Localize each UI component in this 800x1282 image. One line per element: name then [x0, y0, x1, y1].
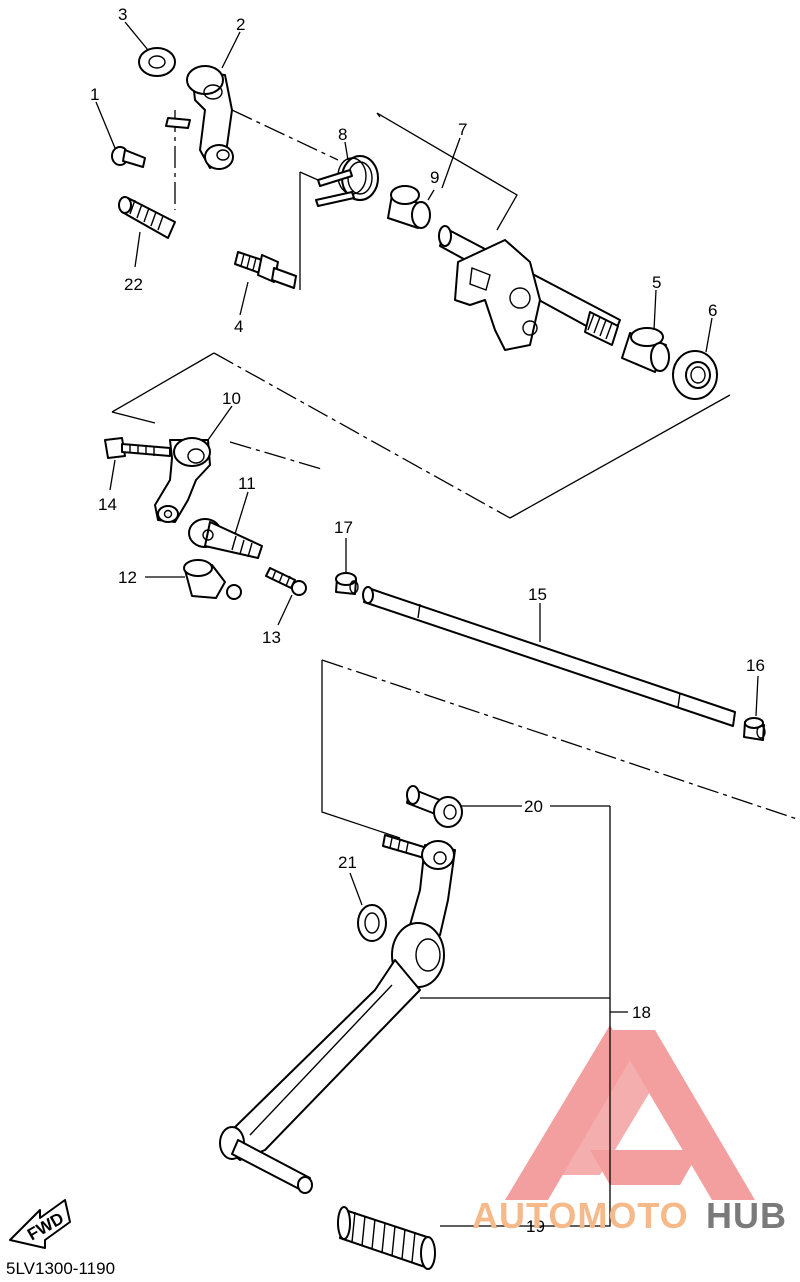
callout-14: 14	[98, 495, 117, 514]
callout-12: 12	[118, 568, 137, 587]
part-9-collar	[387, 185, 431, 229]
callout-5: 5	[652, 273, 661, 292]
callout-21: 21	[338, 853, 357, 872]
callout-1: 1	[90, 85, 99, 104]
part-3-washer	[138, 47, 176, 77]
part-1-bolt	[111, 146, 146, 168]
callout-13: 13	[262, 628, 281, 647]
callout-8: 8	[338, 125, 347, 144]
callout-11: 11	[238, 474, 256, 493]
part-8-torsion-spring	[315, 155, 379, 207]
part-4-stud-bolt	[234, 251, 297, 289]
callout-leaders	[95, 21, 759, 906]
part-18-shift-pedal	[219, 834, 456, 1194]
callout-20: 20	[524, 797, 543, 816]
callout-18: 18	[632, 1003, 651, 1022]
callout-6: 6	[708, 301, 717, 320]
assembly-box-middle	[111, 352, 731, 519]
part-7-shift-shaft	[438, 225, 621, 351]
fwd-arrow-icon: FWD	[9, 1199, 71, 1249]
part-12-joint	[183, 559, 242, 600]
watermark-text: AUTOMOTO HUB	[472, 1195, 787, 1236]
part-13-bolt	[265, 567, 307, 596]
callout-3: 3	[118, 5, 127, 24]
callout-7: 7	[458, 120, 467, 139]
drawing-code: 5LV1300-1190	[6, 1259, 115, 1278]
part-20-bolt	[406, 785, 463, 828]
part-2-stopper-lever	[165, 65, 234, 170]
watermark-hub: HUB	[706, 1195, 787, 1236]
part-22-spring	[118, 196, 176, 239]
part-10-shift-arm	[154, 437, 211, 523]
part-19-pedal-rubber	[337, 1206, 436, 1270]
assembly-box-lower	[321, 659, 800, 1227]
part-5-bushing	[621, 327, 670, 373]
callout-9: 9	[430, 168, 439, 187]
part-15-shift-rod	[362, 586, 736, 727]
callout-15: 15	[528, 585, 547, 604]
part-14-bolt	[104, 437, 171, 459]
callout-labels: 3 2 1 22 4 8 7 9 5 6 10 14 11 12 13 17 1…	[90, 5, 765, 1236]
part-17-collar	[335, 572, 359, 595]
callout-19: 19	[526, 1217, 545, 1236]
part-11-tie-rod-end	[188, 518, 263, 559]
callout-10: 10	[222, 389, 241, 408]
callout-4: 4	[234, 317, 243, 336]
watermark-automoto: AUTOMOTO	[472, 1195, 689, 1236]
callout-17: 17	[334, 518, 353, 537]
callout-2: 2	[236, 15, 245, 34]
watermark-logo	[505, 1025, 755, 1200]
part-21-washer	[357, 904, 387, 942]
part-6-oil-seal	[672, 350, 718, 400]
callout-16: 16	[746, 656, 765, 675]
part-16-collar	[743, 717, 766, 741]
callout-22: 22	[124, 275, 143, 294]
